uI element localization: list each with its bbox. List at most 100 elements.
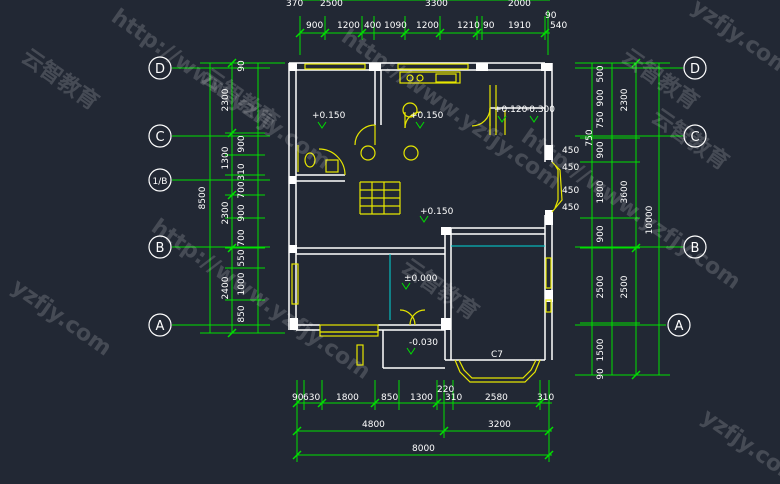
top-dim-900: 900 (306, 21, 323, 31)
bottom-dim-2580: 2580 (485, 393, 508, 403)
window-dim-1: 450 (562, 146, 579, 156)
bottom-dim-310a: 310 (445, 393, 462, 403)
left-dim-900a: 900 (237, 135, 247, 152)
left-dim-700a: 700 (237, 181, 247, 198)
top-dim-2500: 2500 (320, 0, 343, 9)
top-dim-90b: 90 (545, 11, 557, 21)
left-dim-1300: 1300 (221, 146, 231, 169)
right-dim-2300: 2300 (620, 88, 630, 111)
top-dim-1210: 1210 (457, 21, 480, 31)
left-dim-700b: 700 (237, 229, 247, 246)
right-dim-900c: 900 (596, 225, 606, 242)
level-label-4: -0.300 (526, 105, 555, 115)
window-dim-4: 450 (562, 203, 579, 213)
top-dim-1200b: 1200 (416, 21, 439, 31)
top-dim-3300: 3300 (425, 0, 448, 9)
top-dim-2000: 2000 (508, 0, 531, 9)
dimension-ticks (227, 28, 641, 460)
fixtures (291, 63, 563, 383)
watermark-short-3: yzfjy.com (697, 404, 780, 479)
right-dim-3600: 3600 (620, 180, 630, 203)
bottom-dim-310b: 310 (537, 393, 554, 403)
bottom-dimensions: 90 630 1800 850 1300 220 310 2580 310 48… (292, 385, 554, 454)
bottom-dim-4800: 4800 (362, 420, 385, 430)
level-labels: +0.150 +0.150 +0.120 -0.300 +0.150 ±0.00… (312, 105, 555, 360)
axis-label-left-a: A (156, 319, 165, 334)
level-label-2: +0.150 (410, 111, 444, 121)
watermark-short-1: yzfjy.com (7, 274, 116, 361)
left-dimensions: 8500 90 2300 1300 900 310 700 2300 900 7… (198, 60, 247, 323)
top-dim-1200a: 1200 (337, 21, 360, 31)
right-dim-500: 500 (596, 65, 606, 82)
dimension-lines (172, 0, 683, 462)
walls (288, 62, 553, 369)
right-dim-90: 90 (596, 368, 606, 380)
axis-label-right-a: A (675, 319, 684, 334)
top-dim-1090: 1090 (384, 21, 407, 31)
bottom-dim-8000: 8000 (412, 444, 435, 454)
right-dim-900b: 900 (596, 141, 606, 158)
axis-label-right-c: C (690, 130, 699, 145)
axis-label-right-b: B (691, 241, 700, 256)
watermark-brand-5: 云智教育 (17, 44, 104, 116)
bottom-dim-630: 630 (303, 393, 320, 403)
top-dim-370: 370 (286, 0, 303, 9)
window-tag-c7: C7 (491, 350, 503, 360)
left-dim-2300a: 2300 (221, 88, 231, 111)
right-dim-750a: 750 (596, 111, 606, 128)
left-dim-550: 550 (237, 249, 247, 266)
grid-bubbles-left (148, 56, 172, 337)
right-dim-2500b: 2500 (620, 275, 630, 298)
watermark-brand-3: 云智教育 (647, 104, 734, 176)
axis-label-left-b: B (156, 241, 165, 256)
axis-label-left-1b: 1/B (153, 177, 168, 187)
level-label-7: -0.030 (409, 338, 438, 348)
grid-bubbles-right (667, 56, 707, 337)
left-dim-900b: 900 (237, 204, 247, 221)
grid-labels: D C 1/B B A D C B A (153, 62, 700, 334)
watermark-url-3: http://www.yzfjy.com (147, 214, 375, 384)
bottom-dim-1300: 1300 (410, 393, 433, 403)
top-dim-540: 540 (550, 21, 567, 31)
level-label-5: +0.150 (420, 207, 454, 217)
right-dim-1800: 1800 (596, 180, 606, 203)
window-dim-2: 450 (562, 163, 579, 173)
top-dim-400: 400 (364, 21, 381, 31)
right-dim-900a: 900 (596, 89, 606, 106)
axis-label-left-c: C (155, 130, 164, 145)
window-dim-3: 450 (562, 186, 579, 196)
right-dim-10000: 10000 (645, 205, 655, 234)
axis-label-right-d: D (690, 62, 700, 77)
left-dim-2400: 2400 (221, 276, 231, 299)
bottom-dim-1800: 1800 (336, 393, 359, 403)
left-dim-2300b: 2300 (221, 201, 231, 224)
left-dim-850: 850 (237, 305, 247, 322)
top-dimensions: 370 2500 3300 2000 900 1200 400 1090 120… (286, 0, 567, 31)
interior-lines (389, 245, 545, 320)
level-markers (317, 115, 539, 355)
bottom-dim-3200: 3200 (488, 420, 511, 430)
bottom-dim-220: 220 (437, 385, 454, 395)
watermark-brand-4: 云智教育 (397, 254, 484, 326)
top-dim-90: 90 (483, 21, 495, 31)
axis-label-left-d: D (155, 62, 165, 77)
right-dim-1500: 1500 (596, 338, 606, 361)
bottom-dim-90: 90 (292, 393, 304, 403)
bottom-dim-850: 850 (381, 393, 398, 403)
right-dim-2500a: 2500 (596, 275, 606, 298)
level-label-3: +0.120 (494, 105, 528, 115)
right-dimensions: 500 900 750 750 900 1800 900 2500 1500 9… (585, 65, 655, 380)
top-dim-1910: 1910 (508, 21, 531, 31)
window-dims: 450 450 450 450 (562, 146, 579, 213)
left-dim-310: 310 (237, 163, 247, 180)
columns (289, 63, 553, 330)
level-label-1: +0.150 (312, 111, 346, 121)
left-dim-1000: 1000 (237, 272, 247, 295)
level-label-6: ±0.000 (404, 274, 438, 284)
watermarks: http://www.yzfjy.com http://www.yzfjy.co… (7, 0, 780, 484)
left-dim-8500: 8500 (198, 186, 208, 209)
left-dim-90: 90 (237, 60, 247, 72)
right-dim-750b: 750 (585, 129, 595, 146)
